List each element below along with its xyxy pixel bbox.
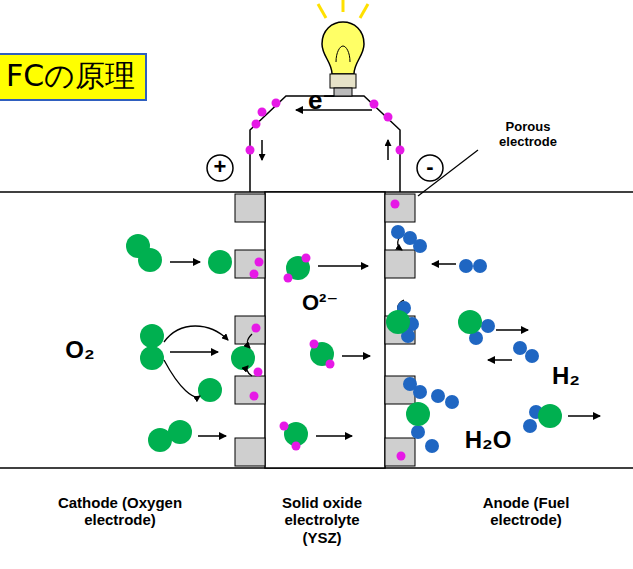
part-label: Anode (Fuel electrode) (451, 494, 601, 529)
title-box: FCの原理 (0, 53, 147, 101)
gas-label: O₂ (65, 336, 94, 364)
part-label: Cathode (Oxygen electrode) (35, 494, 205, 529)
part-label: Solid oxide electrolyte (YSZ) (267, 494, 377, 546)
oxygen-atoms (126, 234, 334, 452)
electrons (250, 200, 406, 461)
terminal-sign: + (214, 154, 227, 179)
electrolyte-ysz (265, 192, 385, 468)
negative-terminal (417, 155, 443, 181)
electron-label: e⁻ (308, 86, 336, 116)
leader-line (418, 150, 478, 196)
light-bulb (322, 22, 364, 96)
terminal-sign: - (426, 154, 433, 179)
flow-arrows (170, 262, 370, 436)
gas-label: H₂ (552, 362, 580, 390)
oxygen-atoms (386, 310, 562, 428)
light-rays (318, 0, 368, 18)
gas-label: H₂O (465, 426, 512, 454)
part-label: Porous electrode (483, 120, 573, 150)
positive-terminal (207, 155, 233, 181)
electron-arrow (387, 140, 389, 160)
reaction-arrows (164, 234, 404, 397)
ion-label: O²⁻ (302, 290, 338, 315)
flow-arrows (432, 264, 600, 416)
porous-electrodes (235, 194, 415, 466)
hydrogen-atoms (391, 225, 543, 453)
electron-arrow (261, 140, 263, 160)
